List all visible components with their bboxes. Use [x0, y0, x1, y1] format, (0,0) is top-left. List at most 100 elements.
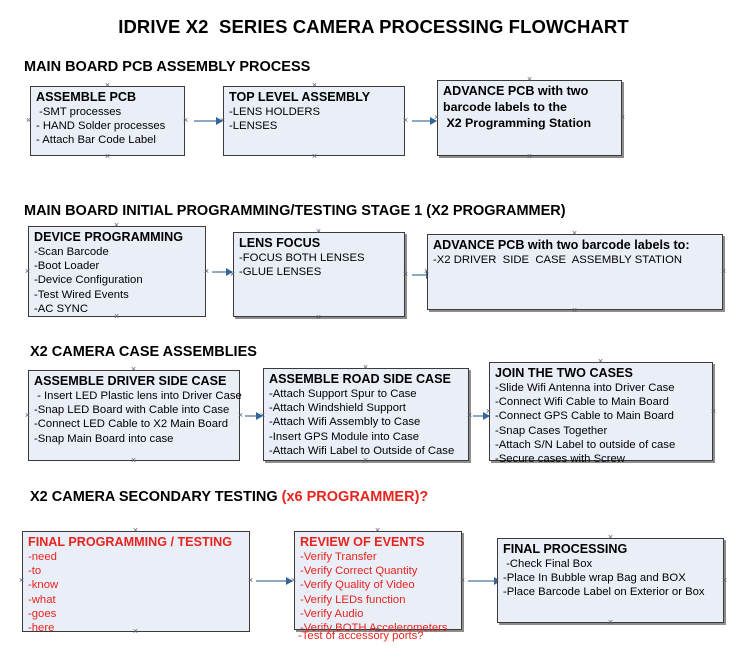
selection-handle[interactable] — [315, 314, 322, 321]
section-heading-4-accent: (x6 PROGRAMMER)? — [281, 489, 429, 505]
node-line: -Snap Cases Together — [495, 424, 608, 437]
node-advance-pcb-programming-station[interactable]: ADVANCE PCB with two barcode labels to t… — [437, 80, 622, 156]
selection-handle[interactable] — [130, 457, 137, 464]
selection-handle[interactable] — [113, 313, 120, 320]
node-line: barcode labels to the — [443, 100, 567, 114]
selection-handle[interactable] — [362, 364, 369, 371]
node-line: -Test Wired Events — [34, 288, 129, 301]
node-assemble-driver-side-case[interactable]: ASSEMBLE DRIVER SIDE CASE - Insert LED P… — [28, 370, 242, 461]
node-advance-pcb-driver-side-station[interactable]: ADVANCE PCB with two barcode labels to: … — [427, 234, 723, 310]
selection-handle[interactable] — [182, 117, 189, 124]
selection-handle[interactable] — [374, 527, 381, 534]
node-line: -Snap LED Board with Cable into Case — [34, 404, 230, 417]
selection-handle[interactable] — [597, 457, 604, 464]
node-line: -need — [28, 551, 57, 563]
node-line: -Connect GPS Cable to Main Board — [495, 410, 674, 423]
node-line: -Connect LED Cable to X2 Main Board — [34, 418, 229, 431]
node-assemble-road-side-case[interactable]: ASSEMBLE ROAD SIDE CASE -Attach Support … — [263, 368, 469, 461]
selection-handle[interactable] — [132, 628, 139, 635]
selection-handle[interactable] — [25, 117, 32, 124]
node-review-of-events[interactable]: REVIEW OF EVENTS -Verify Transfer -Verif… — [294, 531, 462, 634]
node-line: -what — [28, 593, 56, 606]
selection-handle[interactable] — [607, 619, 614, 626]
node-title: ASSEMBLE ROAD SIDE CASE — [269, 372, 451, 386]
selection-handle[interactable] — [104, 153, 111, 160]
selection-handle[interactable] — [362, 457, 369, 464]
node-title: ASSEMBLE DRIVER SIDE CASE — [34, 374, 227, 388]
selection-handle[interactable] — [423, 268, 430, 275]
selection-handle[interactable] — [311, 153, 318, 160]
selection-handle[interactable] — [571, 307, 578, 314]
selection-handle[interactable] — [259, 412, 266, 419]
selection-handle[interactable] — [485, 408, 492, 415]
selection-handle[interactable] — [113, 222, 120, 229]
selection-handle[interactable] — [247, 577, 254, 584]
selection-handle[interactable] — [24, 412, 31, 419]
selection-handle[interactable] — [203, 268, 210, 275]
node-line: -Insert GPS Module into Case — [269, 430, 420, 443]
selection-handle[interactable] — [237, 412, 244, 419]
node-line: -LENSES — [229, 120, 278, 133]
selection-handle[interactable] — [402, 271, 409, 278]
node-line: -AC SYNC — [34, 302, 88, 315]
node-review-of-events-overflow-line: -Test of accessory ports? — [298, 630, 424, 642]
selection-handle[interactable] — [466, 412, 473, 419]
selection-handle[interactable] — [619, 114, 626, 121]
arrow-final-programming-to-review — [256, 577, 293, 585]
selection-handle[interactable] — [493, 577, 500, 584]
section-heading-1: MAIN BOARD PCB ASSEMBLY PROCESS — [24, 59, 311, 75]
node-final-programming-testing[interactable]: FINAL PROGRAMMING / TESTING -need -to -k… — [22, 531, 250, 634]
selection-handle[interactable] — [607, 534, 614, 541]
node-title: LENS FOCUS — [239, 236, 321, 250]
node-line: -Device Configuration — [34, 274, 143, 287]
node-line: -Attach Windshield Support — [269, 402, 406, 415]
selection-handle[interactable] — [710, 408, 717, 415]
node-line: -Attach Wifi Label to Outside of Case — [269, 444, 455, 457]
node-line: - HAND Solder processes — [36, 120, 166, 133]
node-line: -Verify Correct Quantity — [300, 565, 418, 578]
node-line: -Verify Transfer — [300, 551, 377, 563]
selection-handle[interactable] — [459, 577, 466, 584]
selection-handle[interactable] — [526, 76, 533, 83]
node-final-processing[interactable]: FINAL PROCESSING -Check Final Box -Place… — [497, 538, 724, 623]
node-device-programming[interactable]: DEVICE PROGRAMMING -Scan Barcode -Boot L… — [28, 226, 206, 317]
node-lens-focus[interactable]: LENS FOCUS -FOCUS BOTH LENSES -GLUE LENS… — [233, 232, 405, 317]
selection-handle[interactable] — [720, 268, 727, 275]
selection-handle[interactable] — [433, 114, 440, 121]
selection-handle[interactable] — [571, 230, 578, 237]
node-title: TOP LEVEL ASSEMBLY — [229, 90, 371, 104]
selection-handle[interactable] — [130, 366, 137, 373]
node-line: -to — [28, 565, 42, 578]
selection-handle[interactable] — [18, 577, 25, 584]
selection-handle[interactable] — [402, 117, 409, 124]
section-heading-2: MAIN BOARD INITIAL PROGRAMMING/TESTING S… — [24, 203, 566, 219]
node-line: -Verify Audio — [300, 607, 364, 620]
selection-handle[interactable] — [526, 153, 533, 160]
node-line: -X2 DRIVER SIDE CASE ASSEMBLY STATION — [433, 254, 683, 266]
selection-handle[interactable] — [721, 577, 728, 584]
node-top-level-assembly[interactable]: TOP LEVEL ASSEMBLY -LENS HOLDERS -LENSES — [223, 86, 405, 156]
node-join-the-two-cases[interactable]: JOIN THE TWO CASES -Slide Wifi Antenna i… — [489, 362, 713, 465]
selection-handle[interactable] — [132, 527, 139, 534]
node-line: - Attach Bar Code Label — [36, 134, 156, 147]
selection-handle[interactable] — [374, 627, 381, 634]
arrow-pcb-to-top-level — [194, 117, 223, 125]
node-line: -Attach Wifi Assembly to Case — [269, 416, 421, 429]
selection-handle[interactable] — [311, 82, 318, 89]
page-title: IDRIVE X2 SERIES CAMERA PROCESSING FLOWC… — [118, 16, 629, 37]
node-line: -Boot Loader — [34, 260, 100, 273]
node-line: -Verify Quality of Video — [300, 579, 415, 592]
node-title: REVIEW OF EVENTS — [300, 535, 425, 549]
selection-handle[interactable] — [315, 228, 322, 235]
node-assemble-pcb[interactable]: ASSEMBLE PCB -SMT processes - HAND Solde… — [30, 86, 185, 156]
selection-handle[interactable] — [24, 268, 31, 275]
selection-handle[interactable] — [104, 82, 111, 89]
node-line: -Check Final Box — [503, 558, 593, 570]
selection-handle[interactable] — [597, 358, 604, 365]
selection-handle[interactable] — [229, 271, 236, 278]
node-title: DEVICE PROGRAMMING — [34, 230, 184, 244]
section-heading-3: X2 CAMERA CASE ASSEMBLIES — [30, 344, 257, 360]
selection-handle[interactable] — [219, 117, 226, 124]
selection-handle[interactable] — [290, 577, 297, 584]
